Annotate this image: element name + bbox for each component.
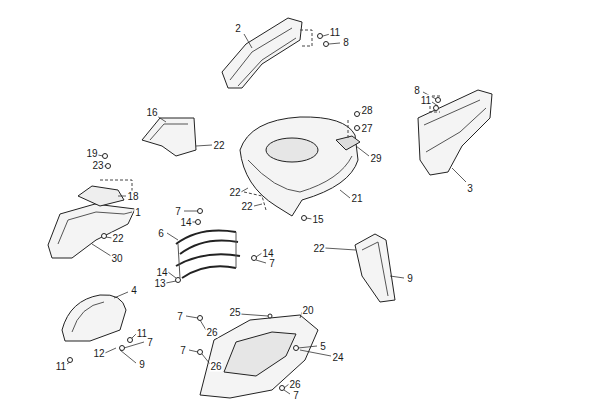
callout-number: 6	[157, 228, 165, 239]
dashed-guides	[100, 30, 440, 210]
callout-number: 11	[329, 27, 341, 38]
callout-number: 14	[155, 267, 168, 278]
callout-number: 8	[342, 37, 350, 48]
callout-number: 7	[268, 258, 276, 269]
callout-number: 24	[331, 352, 344, 363]
callout-number: 2	[234, 23, 242, 34]
callout-number: 4	[130, 285, 138, 296]
callout-number: 22	[240, 201, 253, 212]
callout-number: 26	[209, 361, 222, 372]
callout-number: 22	[212, 140, 225, 151]
callout-number: 12	[92, 348, 105, 359]
callout-number: 7	[174, 206, 182, 217]
callout-number: 7	[146, 337, 154, 348]
callout-number: 22	[312, 243, 325, 254]
callout-number: 22	[111, 233, 124, 244]
callout-number: 23	[91, 160, 104, 171]
callout-number: 21	[350, 193, 363, 204]
body-panels	[48, 18, 492, 398]
callout-number: 7	[176, 311, 184, 322]
callout-number: 7	[179, 345, 187, 356]
callout-number: 16	[145, 107, 158, 118]
callout-number: 15	[311, 214, 324, 225]
callout-number: 26	[288, 379, 301, 390]
callout-number: 22	[228, 187, 241, 198]
leader-lines	[67, 34, 466, 394]
callout-number: 11	[420, 95, 432, 106]
callout-number: 26	[205, 327, 218, 338]
callout-number: 28	[360, 105, 373, 116]
callout-number: 25	[228, 307, 241, 318]
callout-number: 9	[406, 273, 414, 284]
callout-number: 14	[179, 217, 192, 228]
callout-number: 7	[292, 390, 300, 401]
callout-number: 5	[319, 341, 327, 352]
callout-number: 29	[369, 153, 382, 164]
callout-number: 1	[134, 207, 142, 218]
callout-number: 19	[85, 148, 98, 159]
callout-number: 9	[138, 359, 146, 370]
callout-number: 18	[126, 191, 139, 202]
screws	[68, 34, 441, 391]
callout-number: 30	[110, 253, 123, 264]
callout-number: 11	[55, 361, 67, 372]
callout-number: 27	[360, 123, 373, 134]
callout-number: 13	[153, 278, 166, 289]
callout-number: 20	[301, 305, 314, 316]
callout-number: 3	[466, 183, 474, 194]
